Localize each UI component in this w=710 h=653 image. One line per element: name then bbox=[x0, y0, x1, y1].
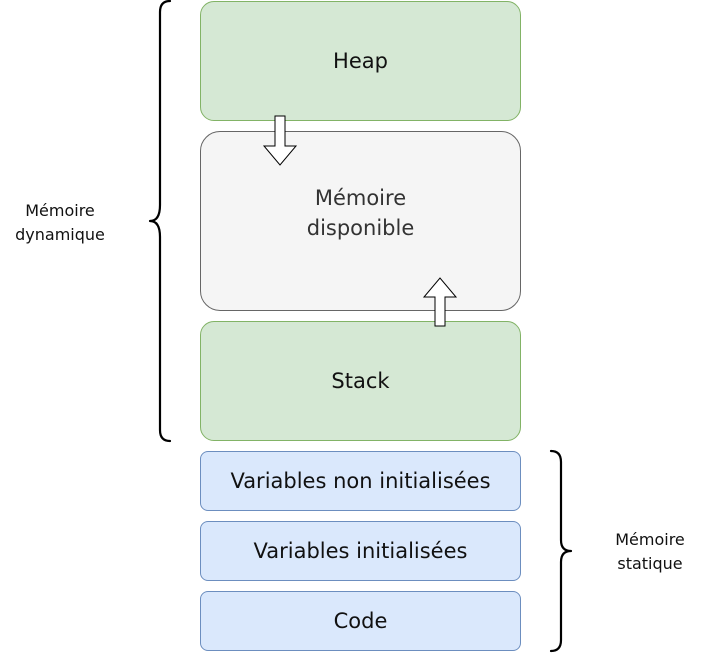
heap-label: Heap bbox=[333, 49, 388, 73]
code-label: Code bbox=[333, 609, 388, 633]
static-memory-label: Mémoire statique bbox=[615, 530, 685, 573]
heap-block: Heap bbox=[200, 1, 521, 121]
bss-label: Variables non initialisées bbox=[230, 469, 491, 493]
code-block: Code bbox=[200, 591, 521, 651]
right-curly-brace-icon bbox=[549, 449, 573, 653]
stack-block: Stack bbox=[200, 321, 521, 441]
bss-block: Variables non initialisées bbox=[200, 451, 521, 511]
free-memory-block: Mémoire disponible bbox=[200, 131, 521, 311]
stack-label: Stack bbox=[331, 369, 390, 393]
left-curly-brace-icon bbox=[148, 0, 172, 443]
data-label: Variables initialisées bbox=[253, 539, 468, 563]
dynamic-memory-label: Mémoire dynamique bbox=[15, 201, 105, 244]
data-block: Variables initialisées bbox=[200, 521, 521, 581]
free-memory-label: Mémoire disponible bbox=[306, 186, 415, 240]
